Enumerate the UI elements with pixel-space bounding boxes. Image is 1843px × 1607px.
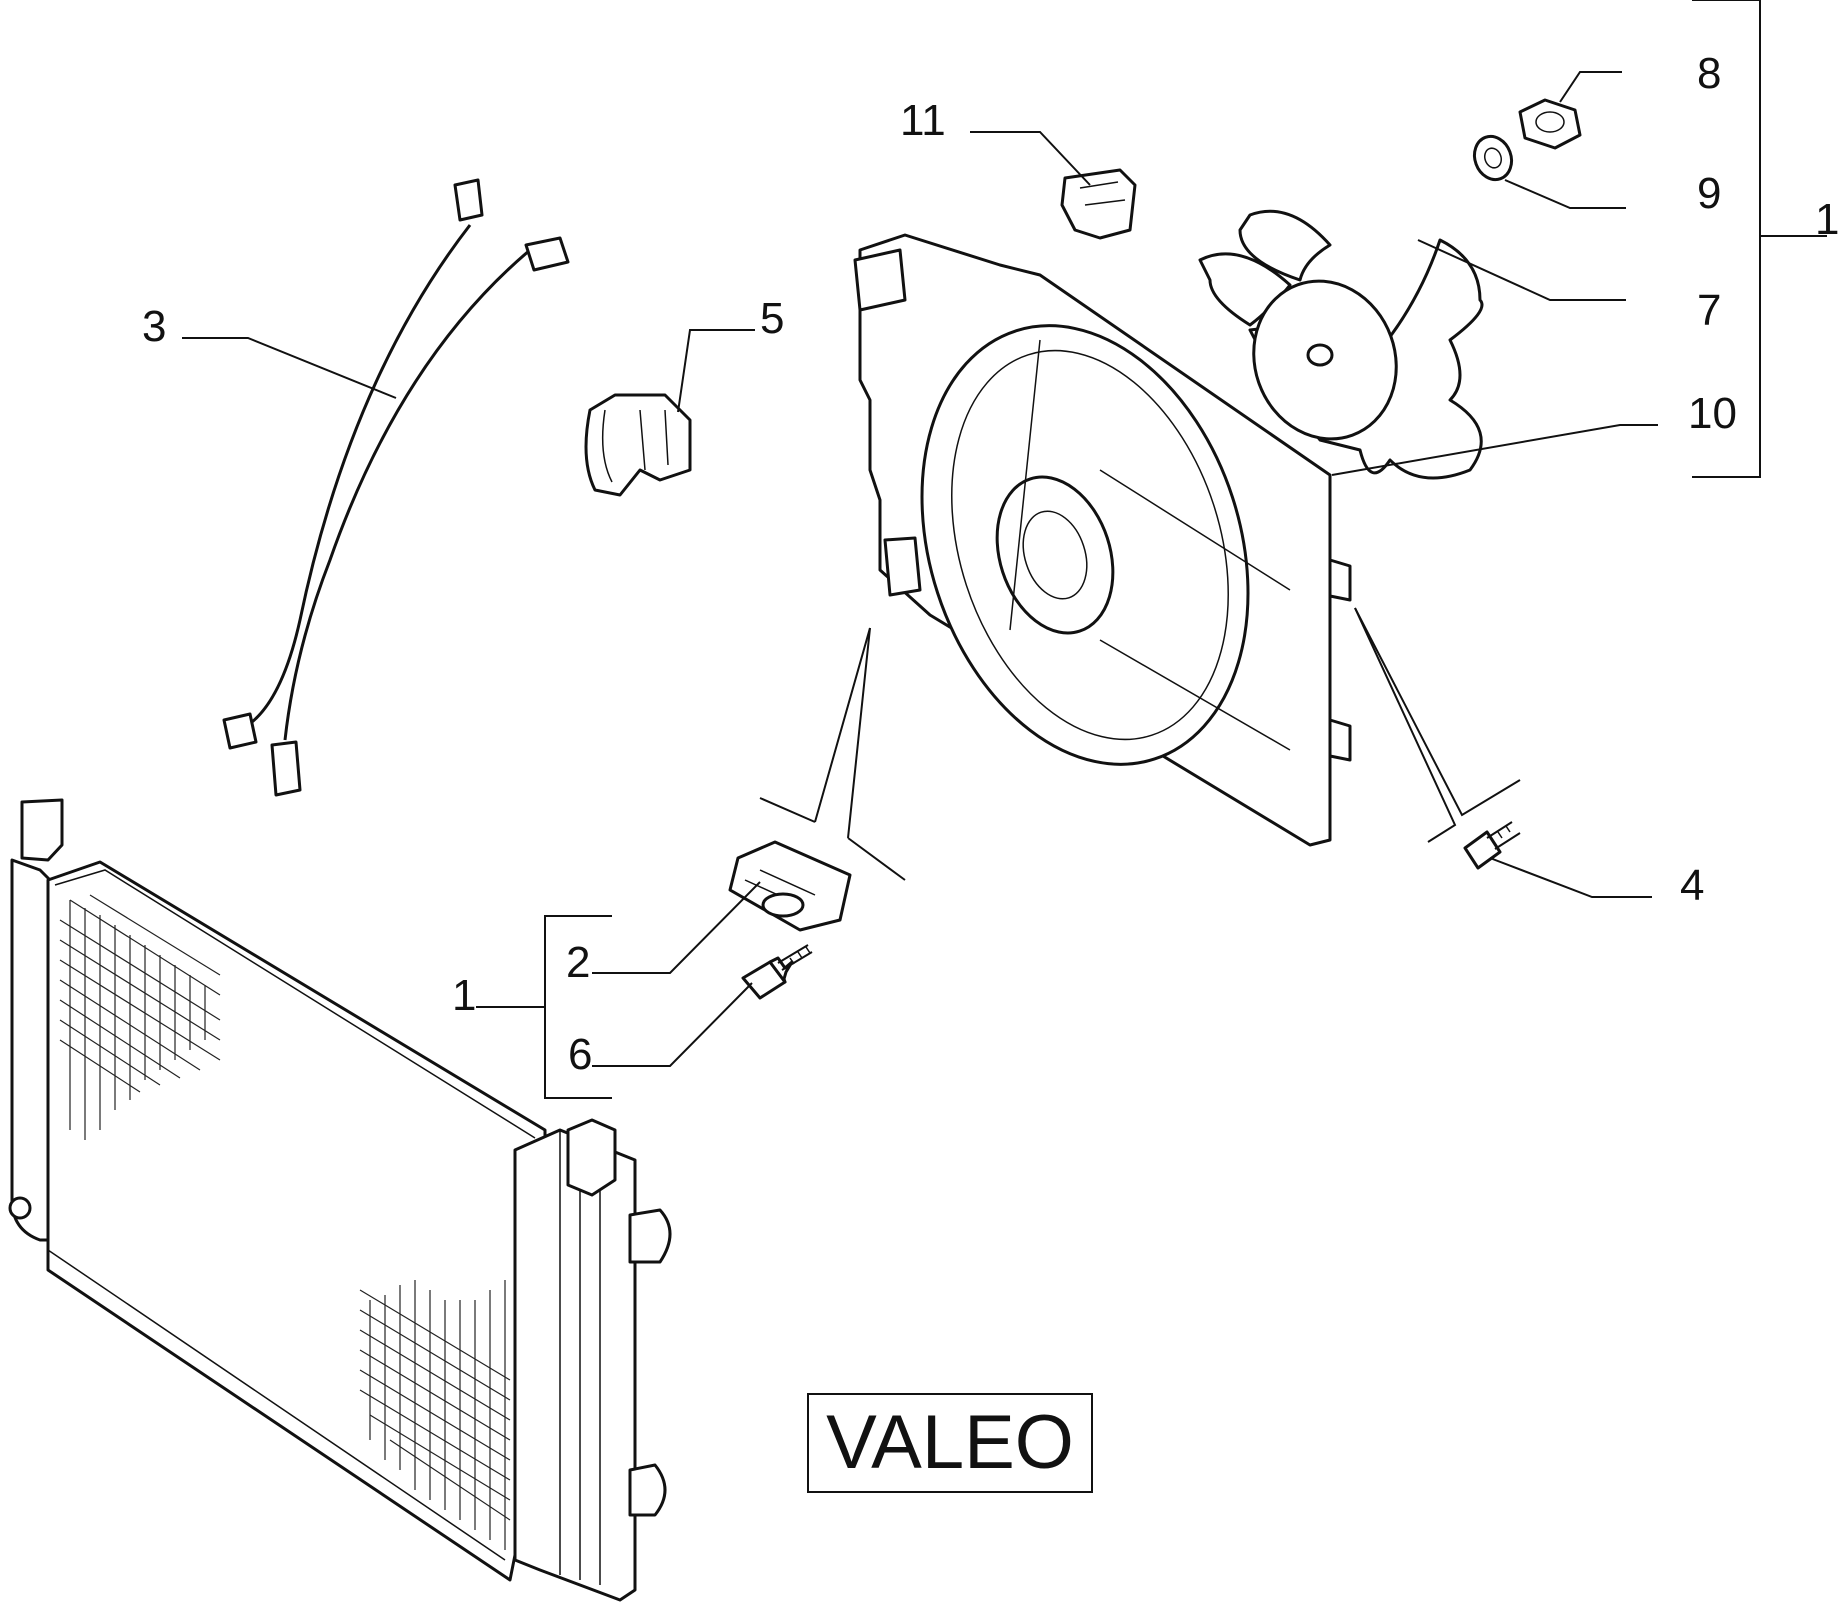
fan-shroud bbox=[853, 233, 1352, 847]
callout-8: 8 bbox=[1697, 49, 1721, 98]
wiring-harness bbox=[222, 178, 570, 797]
brand-label: VALEO bbox=[826, 1400, 1074, 1485]
callout-1-left: 1 bbox=[452, 971, 476, 1020]
callout-2: 2 bbox=[566, 938, 590, 987]
fan-blade bbox=[1198, 209, 1484, 480]
nut-part bbox=[1518, 98, 1582, 150]
callout-9: 9 bbox=[1697, 169, 1721, 218]
callout-6: 6 bbox=[568, 1030, 592, 1079]
assembly-guide-lines bbox=[759, 607, 1521, 881]
callout-4: 4 bbox=[1680, 861, 1704, 910]
washer-part bbox=[1472, 134, 1514, 182]
callout-7: 7 bbox=[1697, 286, 1721, 335]
clip-part bbox=[584, 393, 692, 497]
radiator-core-mesh-lower bbox=[359, 1280, 511, 1550]
bolt-part-4 bbox=[1463, 821, 1521, 870]
leader-lines bbox=[182, 0, 1827, 1099]
callout-5: 5 bbox=[760, 294, 784, 343]
callout-3: 3 bbox=[142, 302, 166, 351]
callout-10: 10 bbox=[1688, 389, 1737, 438]
radiator bbox=[8, 798, 672, 1602]
resistor-part bbox=[728, 840, 852, 932]
radiator-core-mesh-upper bbox=[59, 894, 221, 1140]
connector-part bbox=[1060, 168, 1137, 240]
brand-box: VALEO bbox=[807, 1393, 1093, 1493]
bolt-part-6 bbox=[741, 944, 813, 1000]
callout-11: 11 bbox=[900, 96, 946, 145]
callout-1-right: 1 bbox=[1815, 195, 1839, 244]
